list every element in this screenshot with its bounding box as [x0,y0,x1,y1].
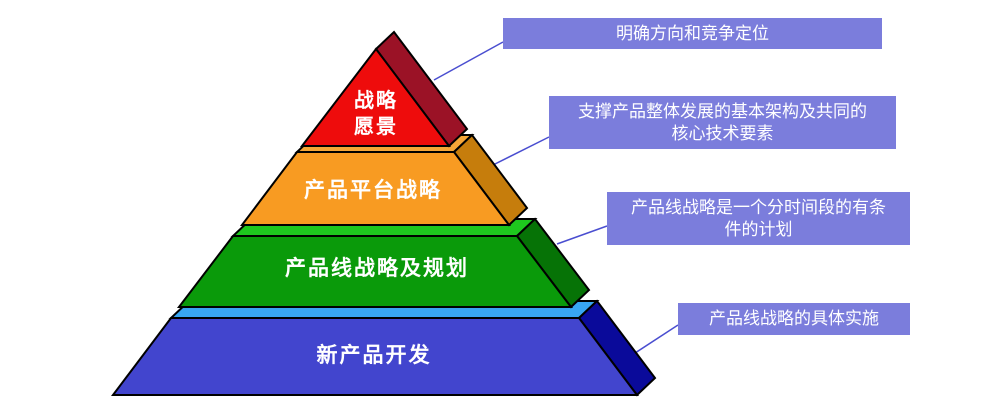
callout-product-line: 产品线战略是一个分时间段的有条 件的计划 [607,192,910,245]
callout-vision: 明确方向和竞争定位 [503,18,882,49]
connector-line-platform [484,136,550,170]
callout-vision-text: 明确方向和竞争定位 [616,23,769,44]
product-line-label: 产品线战略及规划 [285,256,469,280]
connector-line-vision [433,41,504,81]
callout-npd-text: 产品线战略的具体实施 [709,309,879,329]
callout-platform: 支撑产品整体发展的基本架构及共同的 核心技术要素 [549,96,896,149]
npd-label: 新产品开发 [316,343,432,367]
vision-label-line2: 愿景 [354,114,398,138]
product-line-front-face [176,235,574,308]
connector-line-product-line [556,225,608,245]
callout-product-line-text-line1: 产品线战略是一个分时间段的有条 [631,197,886,218]
vision-label: 战略 愿景 [354,87,398,139]
callout-npd: 产品线战略的具体实施 [678,303,910,335]
callout-product-line-text-line2: 件的计划 [724,219,793,240]
npd-front-face [110,317,640,396]
callout-platform-text-line2: 核心技术要素 [671,123,774,144]
vision-label-line1: 战略 [354,88,398,112]
platform-label: 产品平台战略 [304,178,442,202]
platform-front-face [239,151,512,226]
connector-line-npd [631,324,679,356]
vision-front-face [299,47,452,147]
callout-platform-text-line1: 支撑产品整体发展的基本架构及共同的 [578,101,867,122]
